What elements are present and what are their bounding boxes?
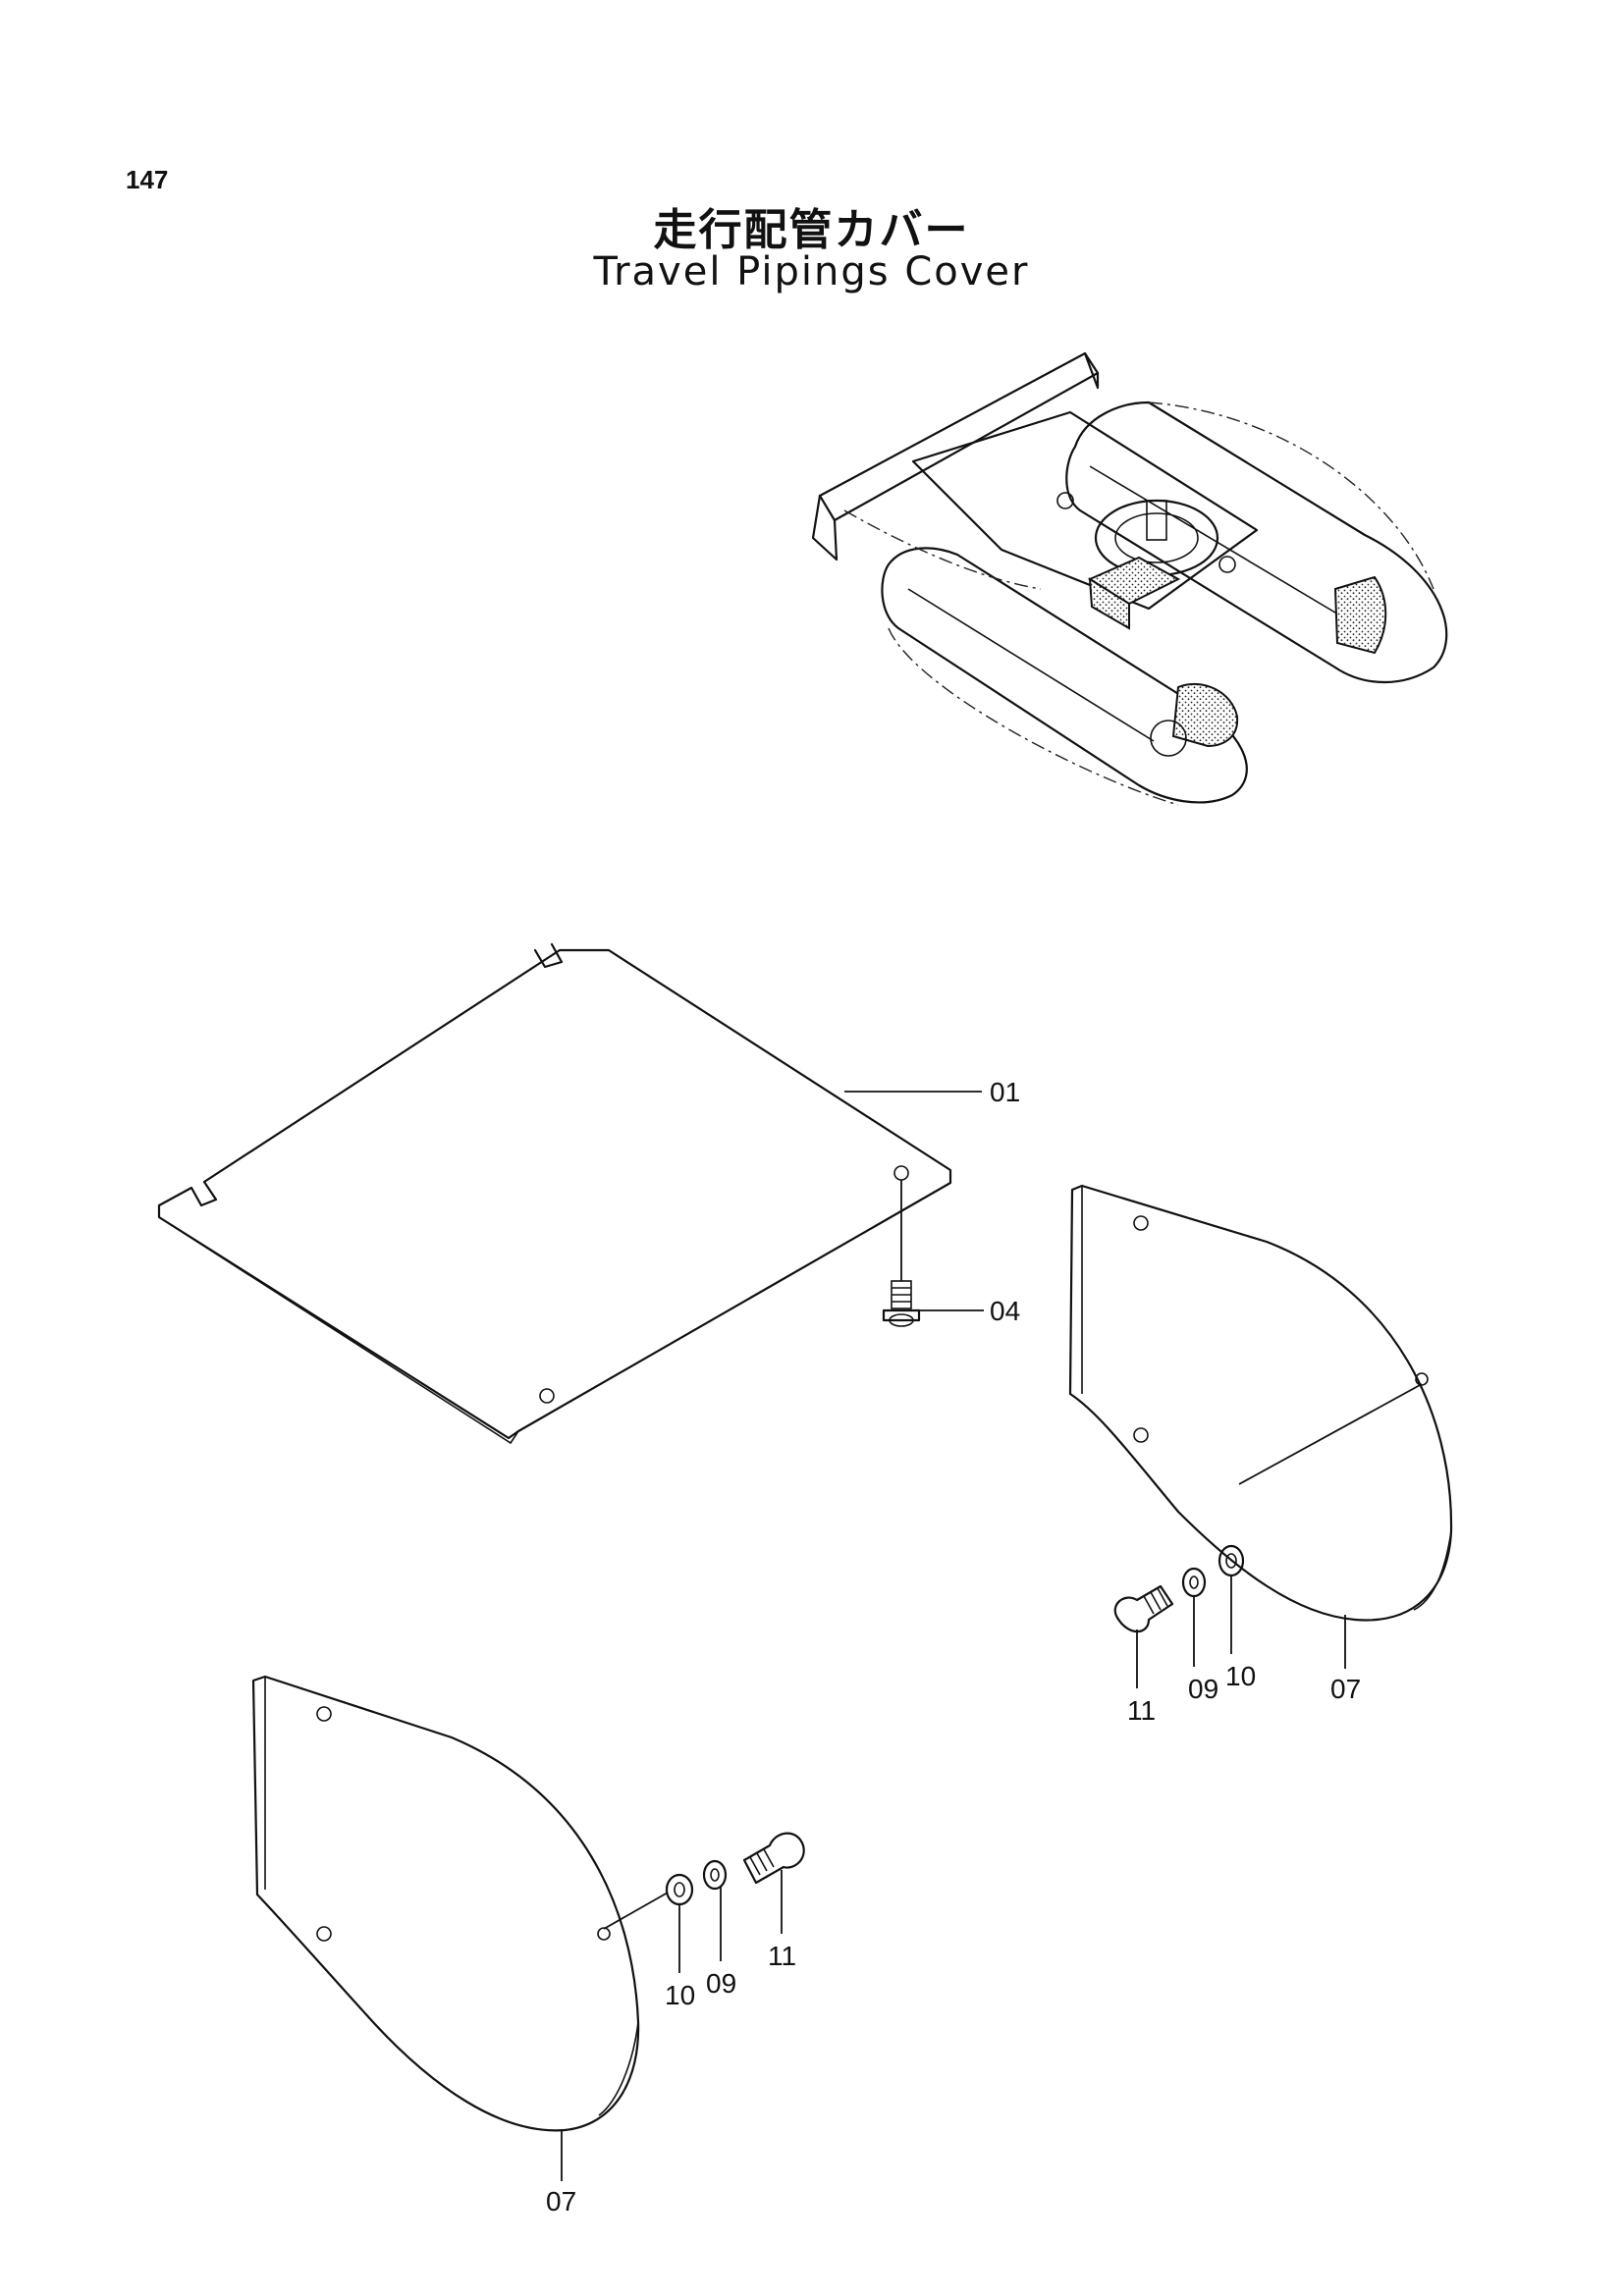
label-bolt-plate: 04 [990,1296,1020,1326]
label-washer-flat-right: 10 [1225,1661,1256,1691]
label-washer-spring-left: 09 [706,1968,736,1999]
label-washer-spring-right: 09 [1188,1674,1218,1704]
label-cover-plate: 01 [990,1077,1020,1107]
page-title-japanese: 走行配管カバー [653,205,970,255]
label-bolt-right: 11 [1127,1695,1156,1726]
side-cover-left-07 [251,1675,669,2181]
cover-plate-01 [157,942,982,1445]
label-side-cover-right: 07 [1330,1674,1361,1704]
fasteners-right [1113,1544,1245,1688]
undercarriage-illustration [811,351,1448,806]
page-title-english: Travel Pipings Cover [593,249,1030,294]
label-side-cover-left: 07 [546,2186,576,2216]
label-washer-flat-left: 10 [665,1980,695,2010]
side-cover-right-07 [1068,1184,1453,1669]
label-bolt-left: 11 [768,1941,796,1971]
fasteners-left [665,1832,805,1973]
page-number: 147 [126,165,169,194]
part-labels: 01 04 07 09 10 11 07 09 10 11 [546,1077,1361,2216]
bolt-04 [882,1280,984,1327]
